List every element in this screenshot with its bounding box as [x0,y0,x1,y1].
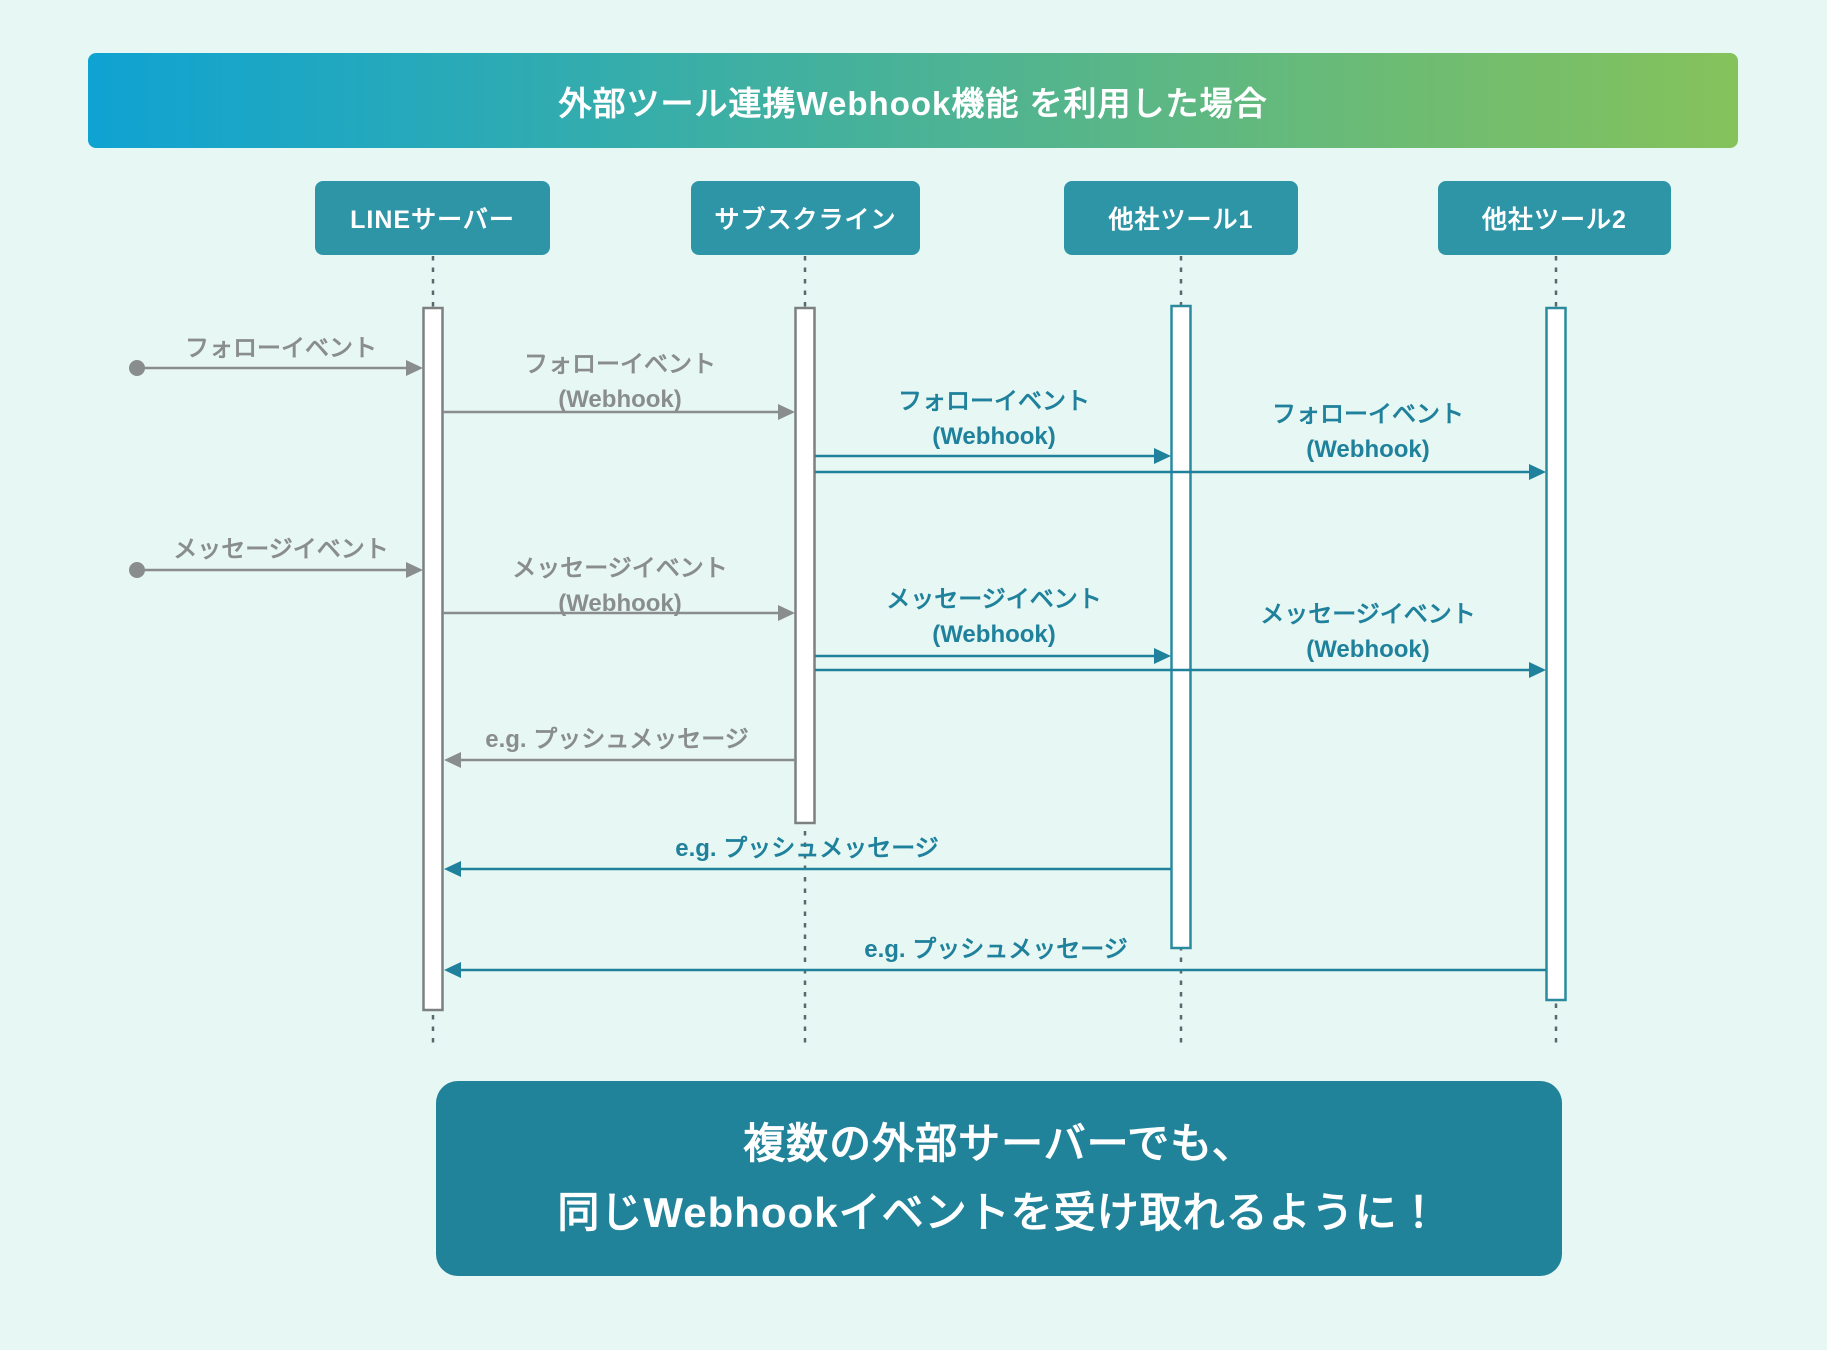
activation-bar-line-server [422,306,444,1012]
message-event-to-line-server: メッセージイベント [129,536,423,578]
message-webhook-to-subscline: メッセージイベント (Webhook) [443,555,795,621]
message-label: フォローイベント (Webhook) [524,351,716,413]
message-label-line: フォローイベント [1272,401,1464,428]
message-label-line: (Webhook) [1306,636,1430,663]
actor-box-subscline: サブスクライン [691,181,920,255]
follow-webhook-to-subscline: フォローイベント (Webhook) [443,351,795,420]
arrowhead [406,360,423,376]
actor-label: 他社ツール1 [1108,206,1254,234]
message-label: e.g. プッシュメッセージ [675,835,939,862]
message-label: フォローイベント (Webhook) [1272,401,1464,463]
arrowhead [1154,648,1171,664]
summary-note-box: 複数の外部サーバーでも、 同じWebhookイベントを受け取れるように！ [436,1081,1562,1276]
follow-event-to-line-server: フォローイベント [129,335,423,376]
message-webhook-to-tool2: メッセージイベント (Webhook) [815,601,1546,678]
message-label-line: フォローイベント [524,351,716,378]
arrowhead [444,752,461,768]
message-label-line: メッセージイベント [886,586,1102,613]
actor-box-tool2: 他社ツール2 [1438,181,1671,255]
push-message-from-tool2: e.g. プッシュメッセージ [444,936,1546,978]
activation-bar-tool2 [1545,306,1567,1002]
actor-box-tool1: 他社ツール1 [1064,181,1298,255]
message-label-line: e.g. プッシュメッセージ [485,726,749,753]
message-label-line: (Webhook) [932,423,1056,450]
actor-label: LINEサーバー [350,206,515,234]
message-label: メッセージイベント (Webhook) [886,586,1102,648]
message-label-line: フォローイベント [185,335,377,362]
arrowhead [1154,448,1171,464]
arrowhead [778,605,795,621]
message-label-line: (Webhook) [932,621,1056,648]
message-label-line: (Webhook) [1306,436,1430,463]
message-label-line: e.g. プッシュメッセージ [675,835,939,862]
activation-bar-tool1 [1170,304,1192,950]
title-banner: 外部ツール連携Webhook機能 を利用した場合 [88,53,1738,148]
message-label-line: (Webhook) [558,386,682,413]
summary-note-line1: 複数の外部サーバーでも、 [743,1120,1255,1168]
activation-bar-subscline [794,306,816,825]
message-label-line: (Webhook) [558,590,682,617]
message-label: フォローイベント [185,335,377,362]
arrowhead [406,562,423,578]
message-label: メッセージイベント [173,536,389,563]
follow-webhook-to-tool2: フォローイベント (Webhook) [815,401,1546,480]
message-webhook-to-tool1: メッセージイベント (Webhook) [815,586,1171,664]
arrowhead [444,861,461,877]
message-label-line: メッセージイベント [1260,601,1476,628]
summary-note-line2: 同じWebhookイベントを受け取れるように！ [557,1188,1441,1236]
origin-dot [129,360,145,376]
message-label: e.g. プッシュメッセージ [485,726,749,753]
arrowhead [1529,662,1546,678]
message-label: フォローイベント (Webhook) [898,388,1090,450]
message-label-line: メッセージイベント [512,555,728,582]
actor-box-line-server: LINEサーバー [315,181,550,255]
actor-label: 他社ツール2 [1482,206,1627,234]
message-label: e.g. プッシュメッセージ [864,936,1128,963]
page-title: 外部ツール連携Webhook機能 を利用した場合 [558,84,1268,122]
push-message-from-subscline: e.g. プッシュメッセージ [444,726,795,768]
arrowhead [1529,464,1546,480]
arrowhead [778,404,795,420]
message-label-line: メッセージイベント [173,536,389,563]
actor-label: サブスクライン [714,206,897,234]
message-label-line: フォローイベント [898,388,1090,415]
follow-webhook-to-tool1: フォローイベント (Webhook) [815,388,1171,464]
origin-dot [129,562,145,578]
push-message-from-tool1: e.g. プッシュメッセージ [444,835,1171,877]
message-label: メッセージイベント (Webhook) [512,555,728,617]
message-label: メッセージイベント (Webhook) [1260,601,1476,663]
arrowhead [444,962,461,978]
message-label-line: e.g. プッシュメッセージ [864,936,1128,963]
